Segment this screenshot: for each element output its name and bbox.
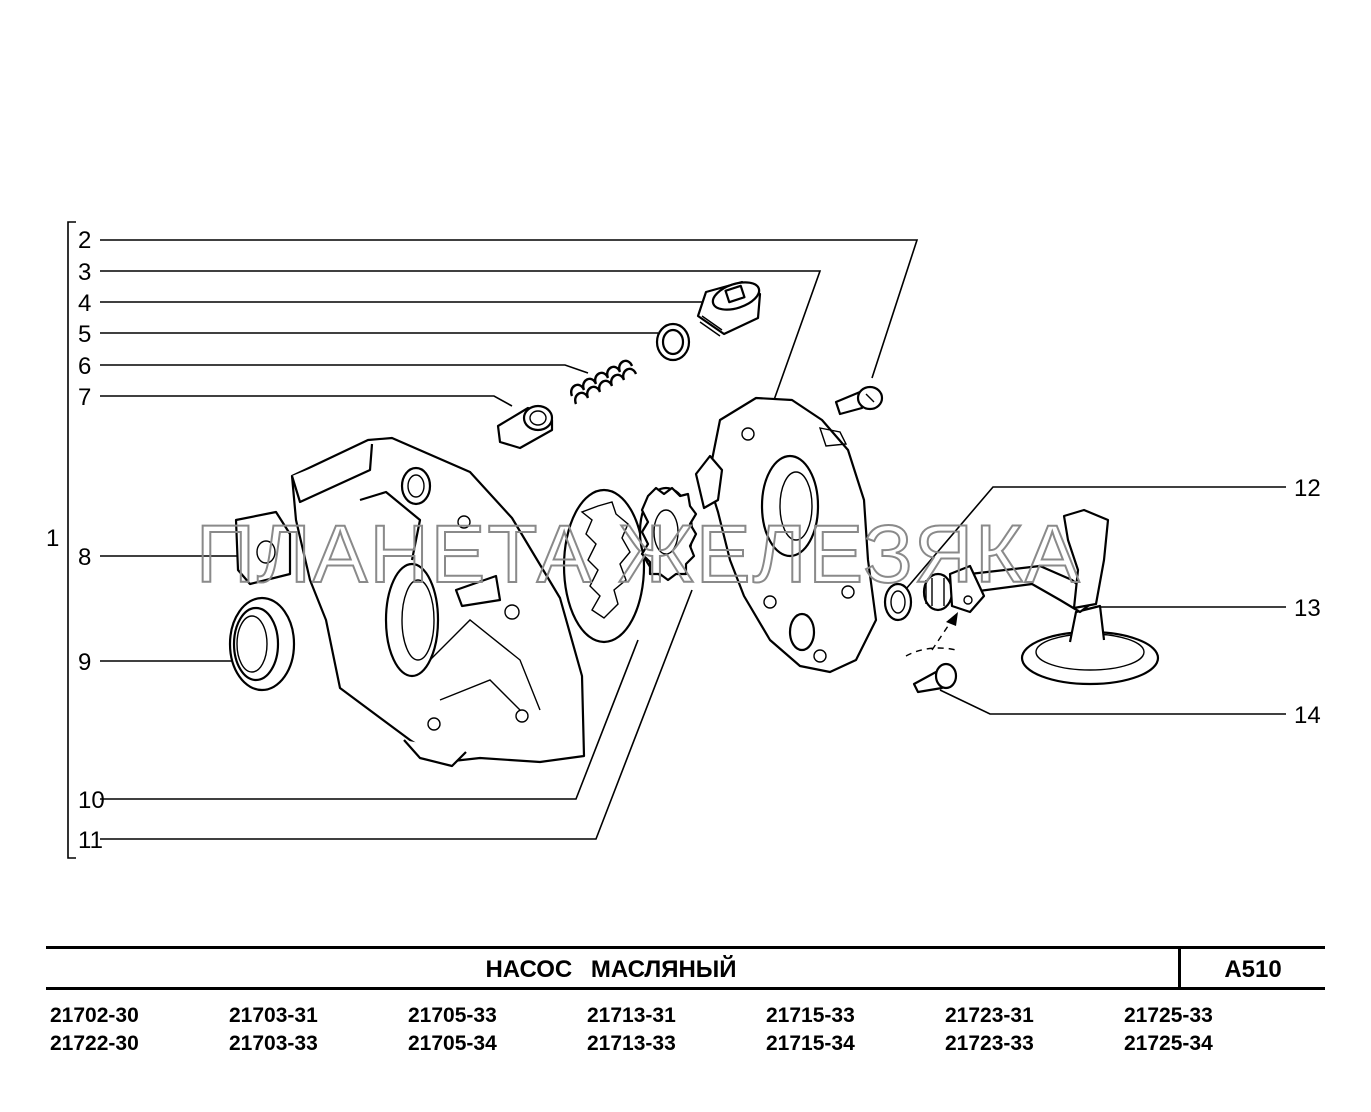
callout-10: 10 (78, 787, 105, 814)
model-code: 21703-31 (229, 1004, 318, 1027)
leader-10 (100, 639, 639, 800)
callout-9: 9 (78, 649, 91, 676)
callout-7: 7 (78, 384, 91, 411)
leader-7 (100, 395, 513, 407)
callout-4: 4 (78, 290, 91, 317)
callout-11: 11 (78, 827, 103, 854)
model-row-2: 21722-30 21703-33 21705-34 21713-33 2171… (50, 1030, 1330, 1058)
leader-14 (939, 689, 1286, 715)
model-code: 21725-33 (1124, 1004, 1213, 1027)
cover-plate-part-3 (694, 396, 878, 674)
leader-12 (899, 486, 1286, 597)
model-list: 21702-30 21703-31 21705-33 21713-31 2171… (50, 1002, 1330, 1058)
model-code: 21715-34 (766, 1032, 855, 1055)
bolt-part-14 (912, 662, 958, 694)
seal-ring-part-12 (883, 582, 913, 622)
leader-2 (100, 239, 919, 379)
model-row-1: 21702-30 21703-31 21705-33 21713-31 2171… (50, 1002, 1330, 1030)
screw-part-2 (834, 385, 884, 416)
drawing-title: НАСОС МАСЛЯНЫЙ (485, 956, 737, 983)
valve-plunger-part-7 (496, 404, 554, 450)
leader-6 (100, 364, 589, 374)
pump-body-part-1 (234, 436, 586, 768)
model-code: 21713-33 (587, 1032, 676, 1055)
callout-8: 8 (78, 544, 91, 571)
leader-11 (100, 589, 693, 840)
model-code: 21705-33 (408, 1004, 497, 1027)
oil-pickup-part-13 (922, 508, 1160, 686)
model-code: 21705-34 (408, 1032, 497, 1055)
inner-gear-part-11 (638, 486, 698, 582)
sheet-code: А510 (1224, 956, 1282, 983)
callout-3: 3 (78, 259, 91, 286)
title-block: НАСОС МАСЛЯНЫЙ А510 (46, 946, 1325, 990)
callout-12: 12 (1294, 475, 1321, 502)
spring-part-6 (570, 359, 638, 405)
callout-14: 14 (1294, 702, 1321, 729)
o-ring-part-5 (655, 322, 691, 362)
callout-2: 2 (78, 227, 91, 254)
model-code: 21725-34 (1124, 1032, 1213, 1055)
watermark-text: ПЛАНЕТА ЖЕЛЕЗЯКА (196, 509, 1082, 600)
plug-part-4 (696, 280, 762, 337)
assembly-arrow (905, 612, 958, 657)
model-code: 21723-31 (945, 1004, 1034, 1027)
model-code: 21713-31 (587, 1004, 676, 1027)
oil-seal-part-9 (228, 596, 296, 692)
outer-rotor-part-10 (562, 488, 646, 644)
model-code: 21723-33 (945, 1032, 1034, 1055)
callout-13: 13 (1294, 595, 1321, 622)
callout-5: 5 (78, 321, 91, 348)
exploded-parts-diagram: 1 2 3 4 5 6 7 8 9 10 11 12 13 14 (46, 221, 1321, 859)
callout-1: 1 (46, 525, 59, 552)
assembly-bracket (67, 221, 76, 859)
leader-3 (100, 270, 822, 401)
callout-6: 6 (78, 353, 91, 380)
title-divider (1178, 949, 1181, 987)
model-code: 21715-33 (766, 1004, 855, 1027)
model-code: 21702-30 (50, 1004, 139, 1027)
model-code: 21703-33 (229, 1032, 318, 1055)
model-code: 21722-30 (50, 1032, 139, 1055)
